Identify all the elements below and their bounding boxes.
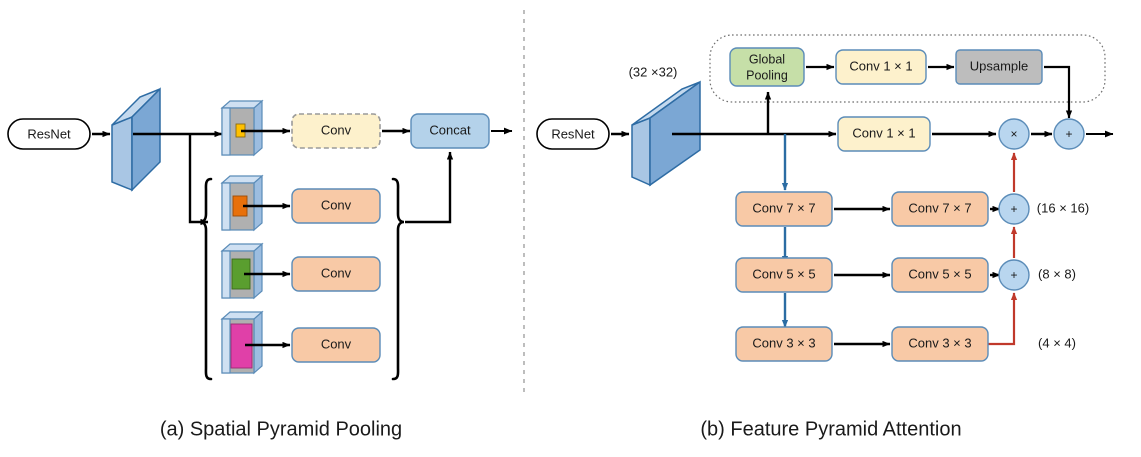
feature-map-tile-4: [220, 310, 264, 375]
conv-box-a-1-label: Conv: [321, 122, 352, 137]
upsample-box[interactable]: Upsample: [955, 49, 1043, 85]
conv7x7-left-rect[interactable]: [735, 191, 833, 227]
block-front-face-b: [631, 116, 651, 187]
caption-panel-b: (b) Feature Pyramid Attention: [700, 418, 961, 440]
upsample-label: Upsample: [970, 58, 1029, 73]
conv-box-a-2-rect[interactable]: [291, 188, 381, 224]
conv3x3-left-box[interactable]: Conv 3 × 3: [735, 326, 833, 362]
conv7x7-right-rect[interactable]: [891, 191, 989, 227]
conv-box-a-1-rect[interactable]: [291, 113, 381, 149]
conv-box-a-4-label: Conv: [321, 336, 352, 351]
resnet-input-a: ResNet: [7, 118, 91, 150]
multiply-symbol: ×: [1010, 127, 1017, 141]
conv7x7-left-label: Conv 7 × 7: [752, 200, 815, 215]
concat-box-a-label: Concat: [429, 122, 471, 137]
pyramid-row-3: Conv 3 × 3 Conv 3 × 3 (4 × 4): [735, 326, 1076, 362]
block-side-face-a: [131, 87, 161, 192]
conv3x3-left-label: Conv 3 × 3: [752, 335, 815, 350]
conv-box-a-3[interactable]: Conv: [291, 256, 381, 292]
conv5x5-right-rect[interactable]: [891, 257, 989, 293]
conv1x1-main-rect[interactable]: [837, 116, 931, 152]
add-symbol-final: +: [1065, 127, 1072, 141]
feature-map-tile-3: [220, 242, 264, 300]
conv7x7-right-box[interactable]: Conv 7 × 7: [891, 191, 989, 227]
conv1x1-main-label: Conv 1 × 1: [852, 125, 915, 140]
conv-box-a-2[interactable]: Conv: [291, 188, 381, 224]
upsample-rect[interactable]: [955, 49, 1043, 85]
resnet-pill-a: [7, 118, 91, 150]
conv5x5-left-box[interactable]: Conv 5 × 5: [735, 257, 833, 293]
resnet-pill-b: [536, 118, 610, 150]
feature-map-tile-1: [220, 99, 264, 157]
conv3x3-right-label: Conv 3 × 3: [908, 335, 971, 350]
resnet-label-a: ResNet: [27, 126, 71, 141]
arrow-upsample-to-add: [1044, 65, 1073, 119]
block-front-face-a: [111, 115, 133, 192]
global-branch-container: [709, 34, 1106, 103]
add-circle-row2: [998, 259, 1030, 291]
arrow-conv3-to-add2: [988, 292, 1018, 346]
feature-map-tile-2: [220, 174, 264, 232]
add-circle-final: [1053, 118, 1085, 150]
panel-feature-pyramid-attention: ResNet (32 ×32) Global Pooling: [536, 34, 1114, 440]
conv1x1-top-rect[interactable]: [835, 49, 927, 85]
pyramid-row-1: Conv 7 × 7 Conv 7 × 7 + (16 × 16): [735, 191, 1089, 227]
conv-box-a-3-rect[interactable]: [291, 256, 381, 292]
resnet-input-b: ResNet: [536, 118, 610, 150]
panel-spatial-pyramid-pooling: ResNet: [7, 87, 513, 440]
conv3x3-left-rect[interactable]: [735, 326, 833, 362]
conv5x5-right-box[interactable]: Conv 5 × 5: [891, 257, 989, 293]
conv5x5-left-rect[interactable]: [735, 257, 833, 293]
add-operator-row2: +: [998, 259, 1030, 291]
global-pooling-label-line1: Global: [749, 52, 785, 66]
multiply-circle: [998, 118, 1030, 150]
add-circle-row1: [998, 193, 1030, 225]
caption-panel-a: (a) Spatial Pyramid Pooling: [160, 418, 402, 440]
conv1x1-main-box[interactable]: Conv 1 × 1: [837, 116, 931, 152]
dim-label-row1: (16 × 16): [1037, 200, 1089, 215]
conv-box-a-2-label: Conv: [321, 197, 352, 212]
dim-label-row3: (4 × 4): [1038, 335, 1076, 350]
conv-box-a-3-label: Conv: [321, 265, 352, 280]
conv1x1-top-label: Conv 1 × 1: [849, 58, 912, 73]
multiply-operator: ×: [998, 118, 1030, 150]
global-pooling-box[interactable]: Global Pooling: [729, 47, 805, 87]
global-pooling-rect[interactable]: [729, 47, 805, 87]
add-operator-final: +: [1053, 118, 1085, 150]
add-symbol-row2: +: [1010, 268, 1017, 282]
conv-box-a-4-rect[interactable]: [291, 327, 381, 363]
feature-block-a: [111, 87, 161, 192]
add-operator-row1: +: [998, 193, 1030, 225]
conv3x3-right-rect[interactable]: [891, 326, 989, 362]
conv7x7-left-box[interactable]: Conv 7 × 7: [735, 191, 833, 227]
concat-box-a-rect[interactable]: [410, 113, 490, 149]
conv-box-a-1[interactable]: Conv: [291, 113, 381, 149]
global-pooling-label-line2: Pooling: [746, 68, 788, 82]
brace-left-a: [199, 177, 213, 381]
conv-box-a-4[interactable]: Conv: [291, 327, 381, 363]
pyramid-row-2: Conv 5 × 5 Conv 5 × 5 + (8 × 8): [735, 257, 1076, 293]
dim-label-row2: (8 × 8): [1038, 266, 1076, 281]
conv5x5-left-label: Conv 5 × 5: [752, 266, 815, 281]
brace-right-a: [391, 177, 405, 381]
conv7x7-right-label: Conv 7 × 7: [908, 200, 971, 215]
input-dim-label-b: (32 ×32): [629, 64, 678, 79]
resnet-label-b: ResNet: [551, 126, 595, 141]
conv1x1-top-box[interactable]: Conv 1 × 1: [835, 49, 927, 85]
conv3x3-right-box[interactable]: Conv 3 × 3: [891, 326, 989, 362]
arrow-brace-to-concat-a: [405, 151, 454, 224]
concat-box-a[interactable]: Concat: [410, 113, 490, 149]
conv5x5-right-label: Conv 5 × 5: [908, 266, 971, 281]
add-symbol-row1: +: [1010, 202, 1017, 216]
